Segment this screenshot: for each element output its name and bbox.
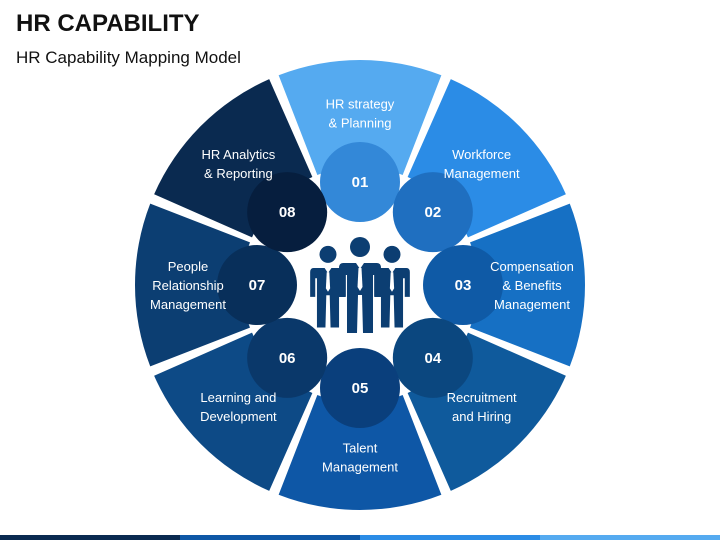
segment-07 xyxy=(134,203,250,367)
number-circle-02 xyxy=(392,172,473,253)
segment-label-line: & Planning xyxy=(329,116,392,131)
segment-label-line: Development xyxy=(200,409,277,424)
person-figure xyxy=(339,237,381,333)
number-circle-03 xyxy=(423,245,503,325)
person-figure xyxy=(374,245,410,328)
segment-number-07: 07 xyxy=(249,277,266,294)
segment-label-line: HR Analytics xyxy=(202,147,276,162)
segment-03 xyxy=(470,203,585,367)
page-subtitle: HR Capability Mapping Model xyxy=(16,48,241,67)
segment-label-01: HR strategy & Planning xyxy=(326,97,395,131)
footer-bar-segment xyxy=(180,535,360,540)
segment-number-02: 02 xyxy=(424,204,441,221)
number-circle-06 xyxy=(247,317,328,398)
number-circle-05 xyxy=(320,348,400,428)
segment-label-line: Management xyxy=(150,297,226,312)
segment-number-05: 05 xyxy=(352,380,369,397)
segment-number-01: 01 xyxy=(352,174,369,191)
business-people-icon xyxy=(310,237,410,333)
number-circle-04 xyxy=(392,317,473,398)
segment-label-08: HR Analytics & Reporting xyxy=(202,147,276,181)
segment-number-04: 04 xyxy=(424,350,441,367)
segment-label-04: Recruitment and Hiring xyxy=(447,390,517,424)
segment-label-line: Compensation xyxy=(490,259,574,274)
page-title: HR CAPABILITY xyxy=(16,10,200,37)
footer-bar-segment xyxy=(0,535,180,540)
segment-label-line: Recruitment xyxy=(447,390,517,405)
footer-bar-segment xyxy=(540,535,720,540)
segment-label-line: & Benefits xyxy=(502,278,562,293)
number-circles xyxy=(217,142,503,428)
segment-number-03: 03 xyxy=(455,277,472,294)
segment-number-08: 08 xyxy=(279,204,296,221)
segment-label-line: HR strategy xyxy=(326,97,395,112)
segment-label-line: Workforce xyxy=(452,147,511,162)
segment-label-line: Management xyxy=(494,297,570,312)
segment-label-line: & Reporting xyxy=(204,166,273,181)
segment-label-line: Management xyxy=(444,166,520,181)
segment-label-line: Management xyxy=(322,460,398,475)
segment-01 xyxy=(278,59,442,175)
person-figure xyxy=(310,245,346,328)
segment-label-line: People xyxy=(168,259,208,274)
number-circle-07 xyxy=(217,245,297,325)
number-circle-01 xyxy=(320,142,400,222)
segment-label-line: and Hiring xyxy=(452,409,511,424)
segment-05 xyxy=(278,395,442,511)
segment-number-06: 06 xyxy=(279,350,296,367)
number-circle-08 xyxy=(247,172,328,253)
footer-color-bar xyxy=(0,535,720,540)
footer-bar-segment xyxy=(360,535,540,540)
segment-label-line: Talent xyxy=(343,441,378,456)
segment-label-line: Learning and xyxy=(200,390,276,405)
segment-label-line: Relationship xyxy=(152,278,224,293)
